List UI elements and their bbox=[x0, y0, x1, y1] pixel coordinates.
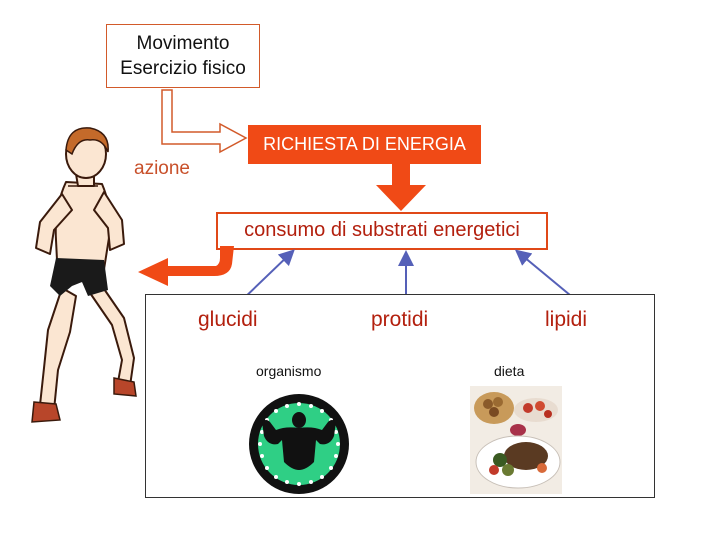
organismo-label: organismo bbox=[256, 363, 322, 379]
protidi-label: protidi bbox=[371, 308, 429, 331]
runner-illustration bbox=[31, 127, 137, 423]
movement-line-2: Esercizio fisico bbox=[120, 58, 246, 79]
movement-line-1: Movimento bbox=[136, 33, 230, 54]
lipidi-label: lipidi bbox=[545, 308, 588, 331]
food-plate-icon bbox=[470, 386, 562, 494]
down-arrow bbox=[376, 163, 426, 211]
energy-demand-box: RICHIESTA DI ENERGIA bbox=[248, 125, 481, 164]
left-bent-arrow bbox=[138, 246, 234, 286]
consumption-box: consumo di substrati energetici bbox=[216, 212, 548, 250]
bodybuilder-badge-icon bbox=[249, 394, 349, 494]
sources-panel bbox=[145, 294, 655, 498]
movement-box: Movimento Esercizio fisico bbox=[106, 24, 260, 88]
azione-label: azione bbox=[134, 158, 190, 179]
hollow-bent-arrow bbox=[161, 89, 248, 154]
glucidi-label: glucidi bbox=[198, 308, 258, 331]
dieta-label: dieta bbox=[494, 363, 525, 379]
